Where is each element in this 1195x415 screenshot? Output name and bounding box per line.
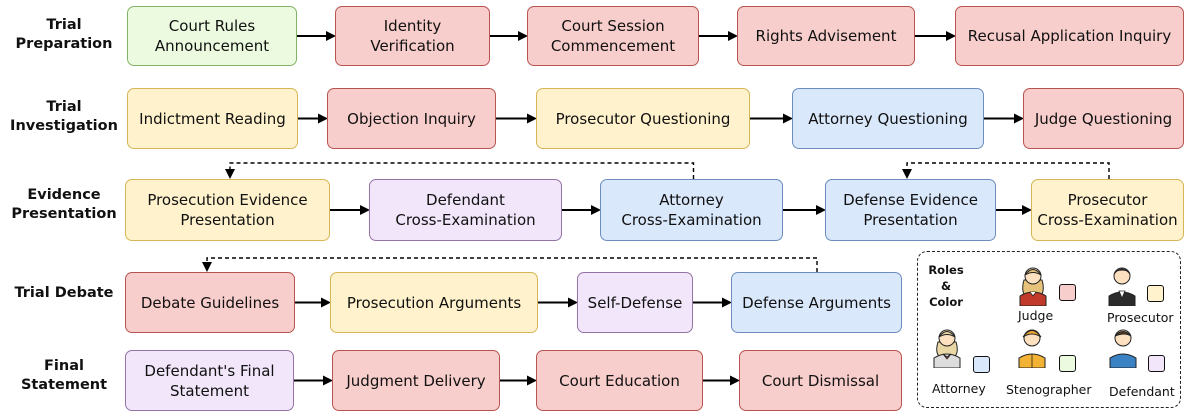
step-judge-questioning: Judge Questioning [1023,88,1184,149]
step-indictment-reading: Indictment Reading [127,88,298,149]
stage-label-trial-debate: Trial Debate [14,285,114,301]
step-debate-guidelines: Debate Guidelines [125,272,295,333]
loop-arrow-evidence-1 [225,162,695,179]
stenographer-color-swatch [1059,355,1076,372]
step-court-dismissal: Court Dismissal [739,350,902,411]
step-objection-inquiry: Objection Inquiry [327,88,496,149]
step-prosecutor-cross-examination: Prosecutor Cross-Examination [1031,179,1184,241]
step-judgment-delivery: Judgment Delivery [332,350,500,411]
step-defense-evidence-presentation: Defense Evidence Presentation [825,179,996,241]
prosecutor-color-swatch [1147,285,1164,302]
legend-label-stenographer: Stenographer [1006,382,1092,397]
judge-avatar-icon [1019,267,1047,306]
defendant-avatar-icon [1109,329,1137,368]
stage-label-trial-preparation: Trial Preparation [15,17,113,52]
loop-arrow-debate [202,257,818,272]
loop-arrow-evidence-2 [902,162,1110,179]
step-court-session-commencement: Court Session Commencement [527,6,699,66]
legend-label-judge: Judge [1018,308,1054,323]
defendant-color-swatch [1148,355,1165,372]
step-defendants-final-statement: Defendant's Final Statement [125,350,294,411]
step-prosecutor-questioning: Prosecutor Questioning [536,88,750,149]
legend-label-prosecutor: Prosecutor [1107,310,1174,325]
step-court-rules-announcement: Court Rules Announcement [127,6,297,66]
step-attorney-cross-examination: Attorney Cross-Examination [600,179,783,241]
legend-label-defendant: Defendant [1109,384,1175,399]
step-prosecution-arguments: Prosecution Arguments [330,272,538,333]
stenographer-avatar-icon [1018,329,1046,368]
step-defense-arguments: Defense Arguments [731,272,902,333]
stage-label-evidence-presentation: Evidence Presentation [11,187,117,222]
step-recusal-application-inquiry: Recusal Application Inquiry [955,6,1184,66]
attorney-avatar-icon [933,329,961,368]
attorney-color-swatch [973,356,990,373]
legend-label-attorney: Attorney [932,381,986,396]
step-self-defense: Self-Defense [577,272,693,333]
step-prosecution-evidence-presentation: Prosecution Evidence Presentation [125,179,330,241]
step-attorney-questioning: Attorney Questioning [792,88,984,149]
stage-label-trial-investigation: Trial Investigation [10,99,118,134]
step-rights-advisement: Rights Advisement [737,6,915,66]
step-defendant-cross-examination: Defendant Cross-Examination [369,179,562,241]
step-court-education: Court Education [536,350,703,411]
stage-label-final-statement: Final Statement [20,358,108,393]
step-identity-verification: Identity Verification [335,6,490,66]
prosecutor-avatar-icon [1108,267,1136,306]
roles-color-legend: Roles & Color Judge Prosecutor Attorney [917,251,1181,408]
legend-title: Roles & Color [928,263,964,309]
judge-color-swatch [1059,284,1076,301]
